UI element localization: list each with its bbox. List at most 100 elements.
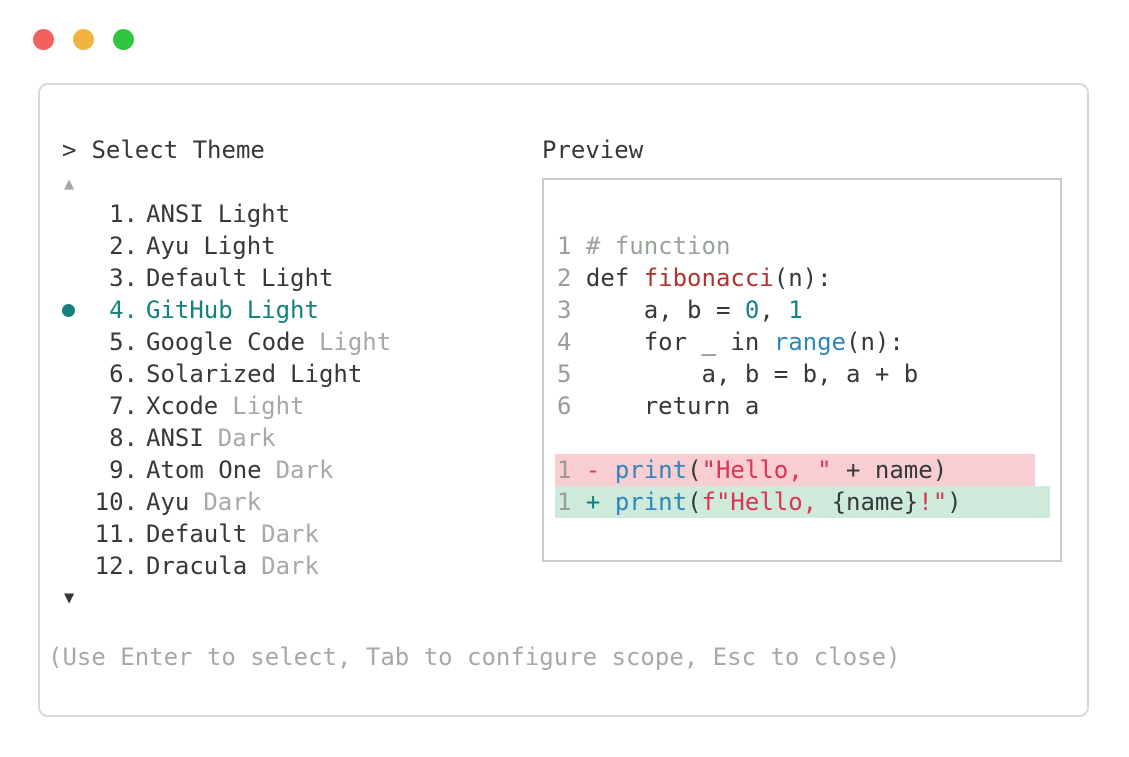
code-line: 5 a, b = b, a + b <box>557 358 1050 390</box>
keyboard-hints: (Use Enter to select, Tab to configure s… <box>48 643 901 671</box>
theme-variant: Light <box>246 296 319 324</box>
code-line: 4 for _ in range(n): <box>557 326 1050 358</box>
theme-name: ANSI <box>146 424 204 452</box>
theme-option[interactable]: 4. GitHub Light <box>62 294 512 326</box>
theme-option[interactable]: 10. Ayu Dark <box>62 486 512 518</box>
diff-added-line: 1 + print(f"Hello, {name}!") <box>555 486 1050 518</box>
theme-name: GitHub <box>146 296 233 324</box>
theme-number: 6. <box>109 360 138 388</box>
theme-variant: Light <box>217 200 291 228</box>
theme-number: 9. <box>109 456 138 484</box>
code-token-ln: 1 <box>557 232 586 260</box>
code-token-text: ( <box>687 456 702 484</box>
code-token-string: "Hello, " <box>701 456 832 484</box>
code-token-text: ) <box>947 488 962 516</box>
theme-option[interactable]: 1. ANSI Light <box>62 198 512 230</box>
scroll-up-icon[interactable]: ▲ <box>64 174 75 194</box>
code-token-text: a, b = b, a + b <box>585 360 919 388</box>
theme-variant: Dark <box>203 488 262 516</box>
theme-number: 2. <box>109 232 138 260</box>
code-token-string: f"Hello, <box>701 488 832 516</box>
dialog-header: > Select Theme <box>62 134 265 166</box>
theme-option[interactable]: 9. Atom One Dark <box>62 454 512 486</box>
theme-number: 3. <box>109 264 138 292</box>
code-token-ln: 2 <box>557 264 586 292</box>
theme-name: Xcode <box>146 392 219 420</box>
minimize-button-icon[interactable] <box>73 29 94 50</box>
theme-name: Dracula <box>146 552 248 580</box>
selected-theme-bullet-icon <box>62 304 75 317</box>
theme-number: 4. <box>109 296 138 324</box>
code-token-text: ( <box>687 488 702 516</box>
diff-removed-line: 1 - print("Hello, " + name) <box>555 454 1036 486</box>
preview-label: Preview <box>542 136 644 164</box>
code-token-ln: 1 <box>557 456 586 484</box>
theme-variant: Dark <box>217 424 276 452</box>
theme-number: 7. <box>109 392 138 420</box>
code-token-func: fibonacci <box>643 264 774 292</box>
code-token-text: (n): <box>773 264 832 292</box>
theme-option[interactable]: 5. Google Code Light <box>62 326 512 358</box>
theme-variant: Light <box>232 392 305 420</box>
theme-variant: Light <box>203 232 276 260</box>
theme-variant: Dark <box>275 456 334 484</box>
code-token-text: return a <box>585 392 760 420</box>
code-line: 3 a, b = 0, 1 <box>557 294 1050 326</box>
code-token-text: + name) <box>831 456 948 484</box>
code-token-text: def <box>585 264 644 292</box>
code-token-comment: # function <box>585 232 731 260</box>
code-token-ln: 6 <box>557 392 586 420</box>
code-line: 1 - print("Hello, " + name) <box>555 454 1050 486</box>
theme-number: 10. <box>94 488 138 516</box>
theme-option[interactable]: 12. Dracula Dark <box>62 550 512 582</box>
theme-variant: Light <box>290 360 363 388</box>
theme-name: Solarized <box>146 360 277 388</box>
code-line: 2 def fibonacci(n): <box>557 262 1050 294</box>
code-token-builtin: print <box>614 456 688 484</box>
theme-variant: Dark <box>261 552 319 580</box>
code-line: 1 # function <box>557 230 1050 262</box>
code-token-text: for _ in <box>585 328 774 356</box>
theme-option[interactable]: 6. Solarized Light <box>62 358 512 390</box>
code-token-text: a, b = <box>585 296 745 324</box>
theme-option[interactable]: 7. Xcode Light <box>62 390 512 422</box>
theme-number: 12. <box>94 552 138 580</box>
code-token-builtin: range <box>773 328 846 356</box>
theme-name: ANSI <box>146 200 204 228</box>
code-token-text: (n): <box>846 328 904 356</box>
code-token-ln: 1 <box>557 488 586 516</box>
theme-name: Ayu <box>146 488 190 516</box>
code-token-num: 0 <box>744 296 760 324</box>
scroll-down-icon[interactable]: ▼ <box>64 588 75 608</box>
code-line <box>557 422 1050 454</box>
theme-number: 1. <box>109 200 138 228</box>
theme-option[interactable]: 2. Ayu Light <box>62 230 512 262</box>
theme-number: 8. <box>109 424 138 452</box>
code-token-num: 1 <box>788 296 803 324</box>
prompt-symbol: > <box>62 136 77 164</box>
code-token-ln: 3 <box>557 296 586 324</box>
dialog-title: Select Theme <box>91 136 265 164</box>
theme-selector-dialog: > Select Theme Preview ▲ 1. ANSI Light 2. Ay… <box>38 83 1089 717</box>
theme-name: Atom One <box>146 456 262 484</box>
code-token-text: , <box>759 296 789 324</box>
theme-name: Google Code <box>146 328 305 356</box>
code-token-ln: 5 <box>557 360 586 388</box>
code-token-string: !" <box>918 488 948 516</box>
theme-variant: Light <box>318 328 392 356</box>
theme-number: 11. <box>94 520 138 548</box>
window-controls <box>33 29 134 50</box>
code-line: 6 return a <box>557 390 1050 422</box>
theme-option[interactable]: 8. ANSI Dark <box>62 422 512 454</box>
close-button-icon[interactable] <box>33 29 54 50</box>
theme-number: 5. <box>109 328 138 356</box>
code-token-text: {name} <box>831 488 919 516</box>
theme-variant: Dark <box>261 520 319 548</box>
theme-name: Ayu <box>146 232 190 260</box>
zoom-button-icon[interactable] <box>113 29 134 50</box>
